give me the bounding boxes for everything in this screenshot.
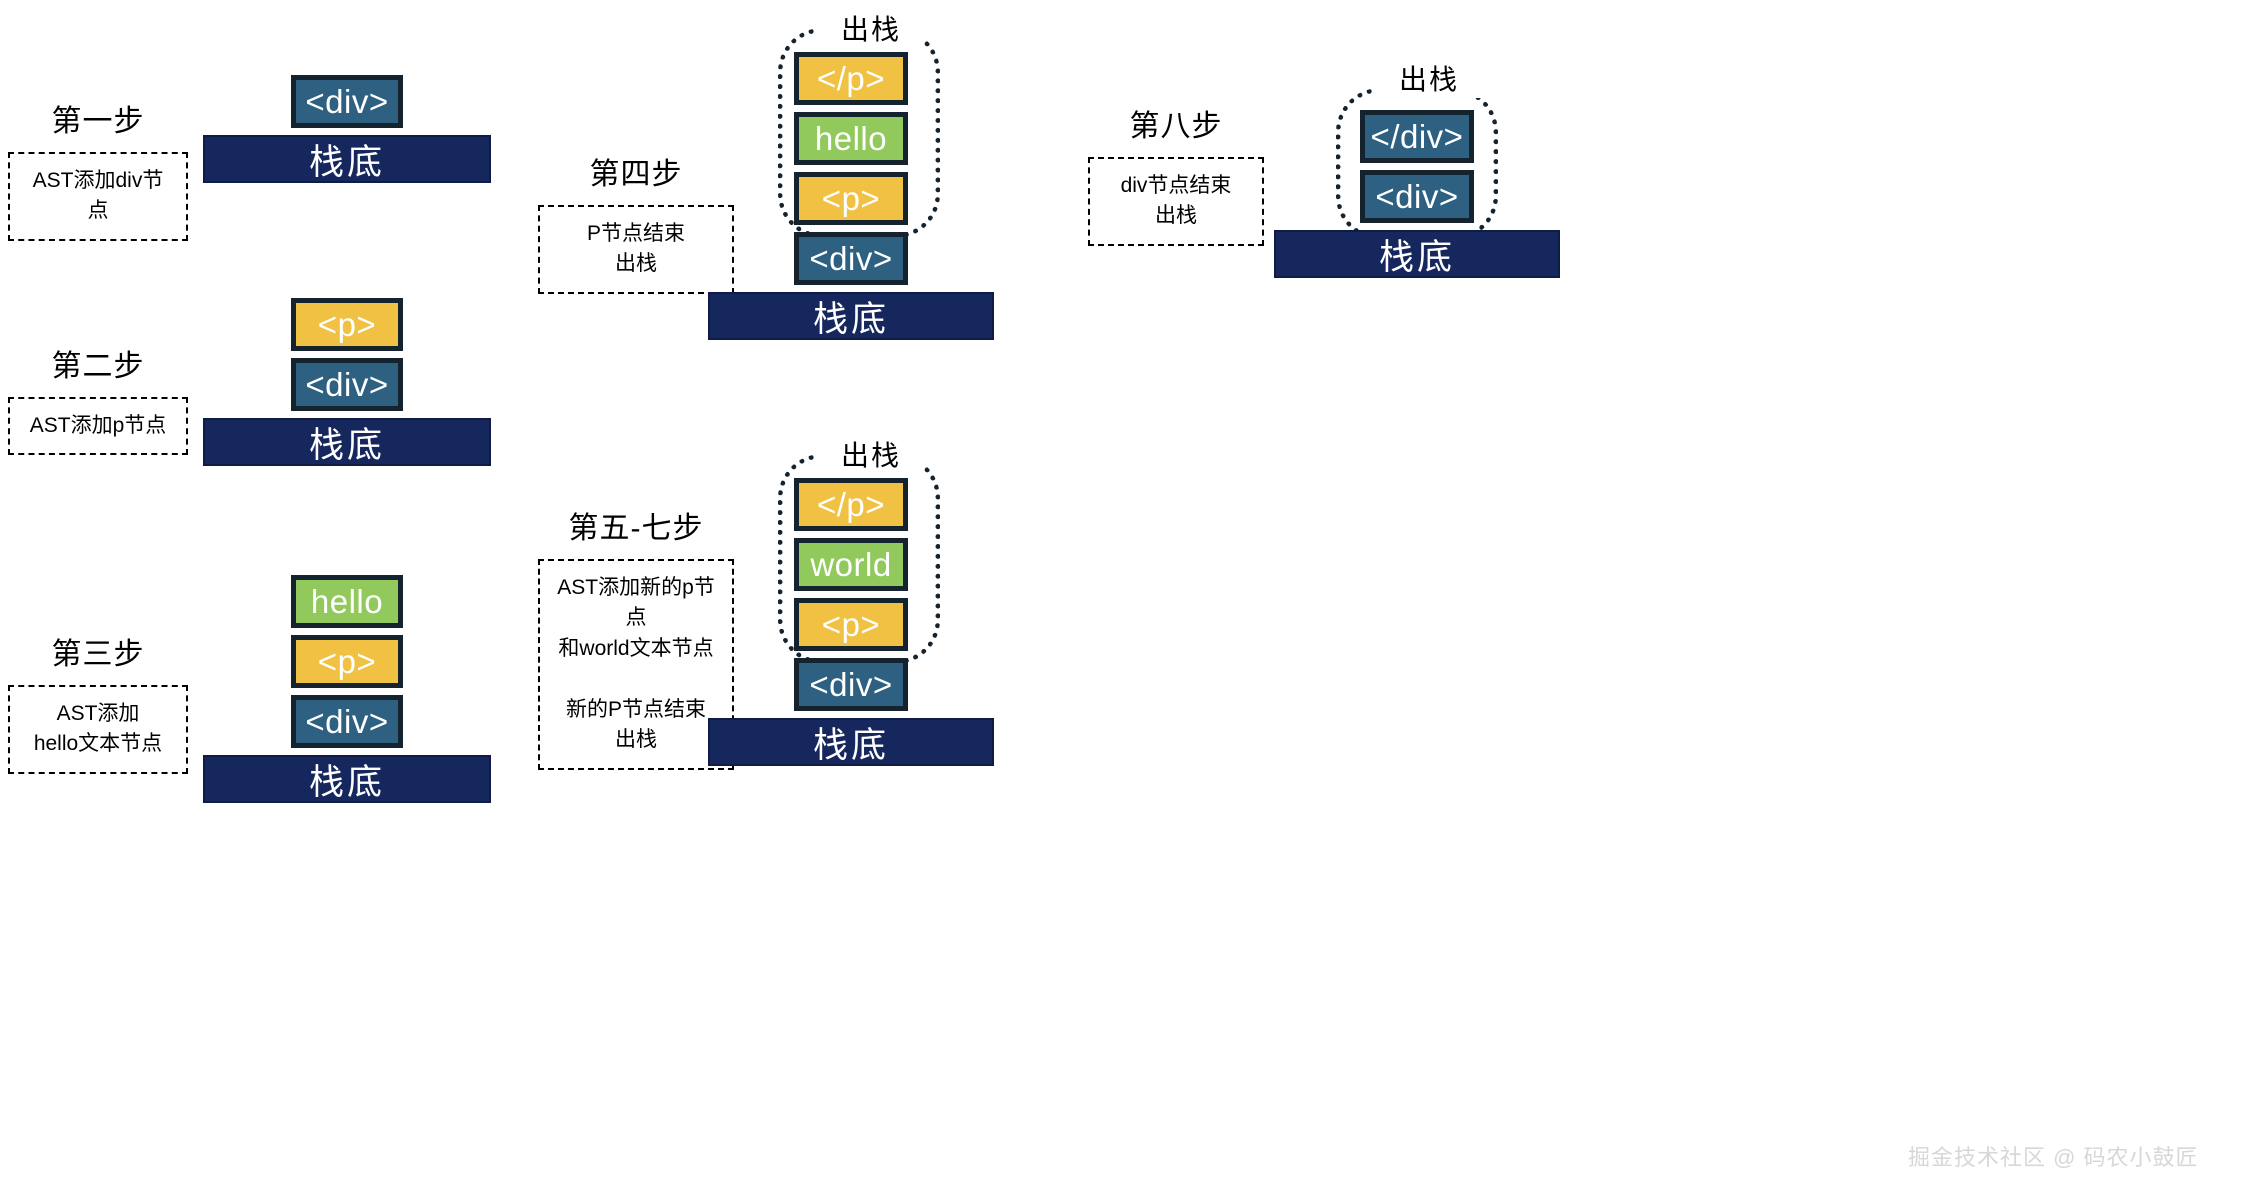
step-4-stack: </p> hello <p> <div> 栈底 (708, 52, 994, 340)
step-1-note: AST添加div节点 (8, 152, 188, 241)
step-5-7-title: 第五-七步 (568, 512, 704, 545)
stack-node-p[interactable]: <p> (291, 298, 403, 351)
stack-node-p[interactable]: <p> (291, 635, 403, 688)
stack-node-hello[interactable]: hello (794, 112, 908, 165)
step-8-stack: </div> <div> 栈底 (1274, 110, 1560, 278)
step-2-title: 第二步 (51, 350, 145, 383)
step-2-caption: 第二步 AST添加p节点 (8, 350, 188, 456)
stack-base: 栈底 (1274, 230, 1560, 278)
step-5-7-note: AST添加新的p节点 和world文本节点 新的P节点结束 出栈 (538, 559, 734, 770)
step-5-7-pop-label: 出栈 (818, 438, 924, 474)
stack-node-div[interactable]: <div> (291, 695, 403, 748)
step-3-title: 第三步 (51, 638, 145, 671)
step-4-caption: 第四步 P节点结束 出栈 (538, 158, 734, 294)
step-8-pop-label: 出栈 (1376, 62, 1482, 98)
step-3-stack: hello <p> <div> 栈底 (203, 575, 491, 803)
step-5-7-caption: 第五-七步 AST添加新的p节点 和world文本节点 新的P节点结束 出栈 (538, 512, 734, 770)
step-1-caption: 第一步 AST添加div节点 (8, 105, 188, 241)
step-2-stack: <p> <div> 栈底 (203, 298, 491, 466)
stack-base: 栈底 (203, 418, 491, 466)
step-1-title: 第一步 (51, 105, 145, 138)
stack-node-div-close[interactable]: </div> (1360, 110, 1474, 163)
step-5-7-stack: </p> world <p> <div> 栈底 (708, 478, 994, 766)
stack-node-div[interactable]: <div> (794, 658, 908, 711)
step-8-caption: 第八步 div节点结束 出栈 (1088, 110, 1264, 246)
stack-base: 栈底 (203, 755, 491, 803)
stack-base: 栈底 (203, 135, 491, 183)
stack-node-p[interactable]: <p> (794, 172, 908, 225)
stack-node-div[interactable]: <div> (794, 232, 908, 285)
stack-node-p-close[interactable]: </p> (794, 52, 908, 105)
step-4-note: P节点结束 出栈 (538, 205, 734, 294)
stack-node-div[interactable]: <div> (291, 358, 403, 411)
stack-node-p-close[interactable]: </p> (794, 478, 908, 531)
stack-node-p[interactable]: <p> (794, 598, 908, 651)
stack-node-hello[interactable]: hello (291, 575, 403, 628)
step-3-caption: 第三步 AST添加 hello文本节点 (8, 638, 188, 774)
stack-base: 栈底 (708, 292, 994, 340)
watermark: 掘金技术社区 @ 码农小鼓匠 (1908, 1145, 2199, 1170)
stack-node-world[interactable]: world (794, 538, 908, 591)
step-8-note: div节点结束 出栈 (1088, 157, 1264, 246)
step-4-title: 第四步 (589, 158, 683, 191)
step-1-stack: <div> 栈底 (203, 75, 491, 183)
stack-base: 栈底 (708, 718, 994, 766)
step-8-title: 第八步 (1129, 110, 1223, 143)
step-4-pop-label: 出栈 (818, 12, 924, 48)
step-2-note: AST添加p节点 (8, 397, 188, 456)
stack-node-div[interactable]: <div> (291, 75, 403, 128)
step-3-note: AST添加 hello文本节点 (8, 685, 188, 774)
stack-node-div[interactable]: <div> (1360, 170, 1474, 223)
